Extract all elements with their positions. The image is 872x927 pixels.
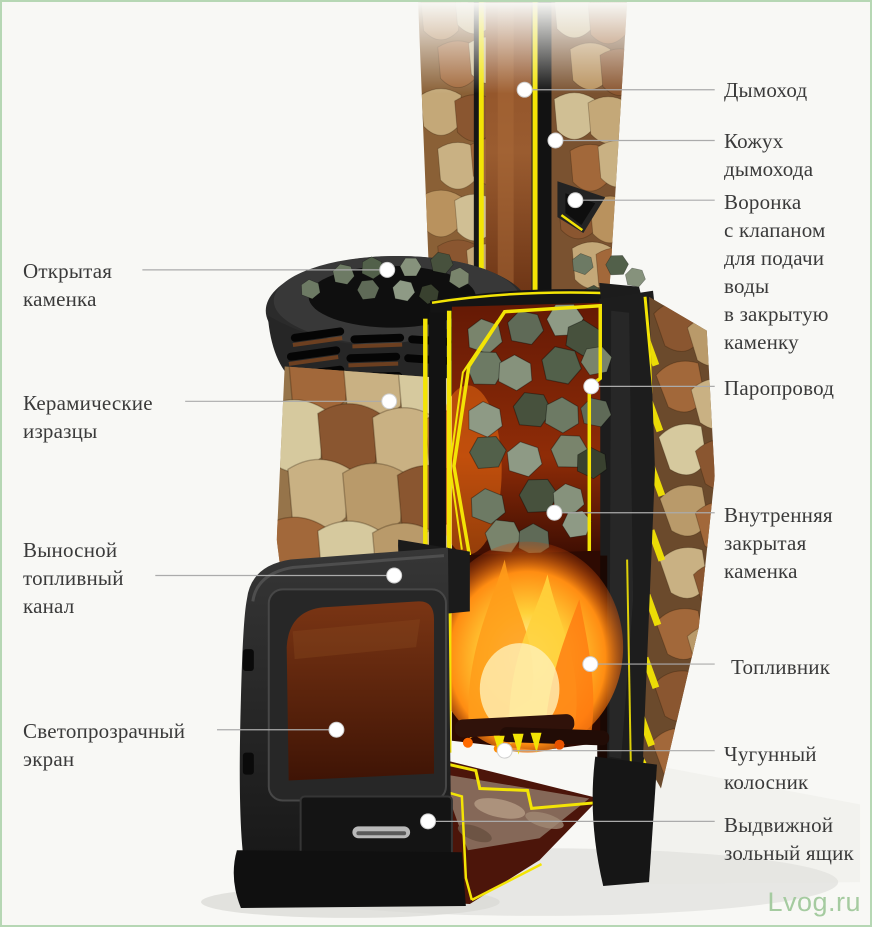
callout-dot-ekran [328, 721, 345, 738]
callout-dot-kanal [386, 567, 403, 584]
callout-dot-voronka [567, 192, 584, 209]
callout-dot-vnutrennyaya [546, 504, 563, 521]
watermark: Lvog.ru [767, 887, 861, 917]
callout-dot-kolosnik [496, 742, 513, 759]
callout-dot-otkrytaya [379, 261, 396, 278]
callout-dot-paroprovod [583, 378, 600, 395]
label-zolnik: Выдвижной зольный ящик [724, 813, 854, 865]
callout-dot-zolnik [420, 813, 437, 830]
label-otkrytaya: Открытая каменка [23, 259, 113, 311]
door-glass [286, 601, 435, 781]
label-izraztsy: Керамические изразцы [23, 391, 153, 443]
base-skirt [233, 850, 466, 908]
label-toplivnik: Топливник [731, 655, 831, 679]
label-kozhuh: Кожух дымохода [724, 129, 814, 181]
callout-dot-toplivnik [582, 656, 599, 673]
callout-lines [142, 89, 715, 822]
label-ekran: Светопрозрачный экран [23, 719, 186, 771]
top-fade [400, 2, 650, 94]
callout-dot-izraztsy [381, 393, 398, 410]
door-hinge-bottom [242, 752, 254, 775]
label-paroprovod: Паропровод [724, 376, 835, 400]
label-dymohod: Дымоход [724, 78, 808, 102]
firebox-fire [432, 541, 624, 753]
ash-slope [421, 750, 600, 904]
callout-dot-dymohod [516, 81, 533, 98]
label-kolosnik: Чугунный колосник [724, 742, 817, 794]
callout-dot-kozhuh [547, 132, 564, 149]
label-vnutrennyaya: Внутренняя закрытая каменка [724, 503, 833, 583]
fuel-channel-front [233, 539, 470, 908]
door-hinge-top [242, 649, 254, 672]
label-kanal: Выносной топливный канал [23, 538, 124, 618]
label-voronka: Воронка с клапаном для подачи воды в зак… [724, 190, 829, 354]
